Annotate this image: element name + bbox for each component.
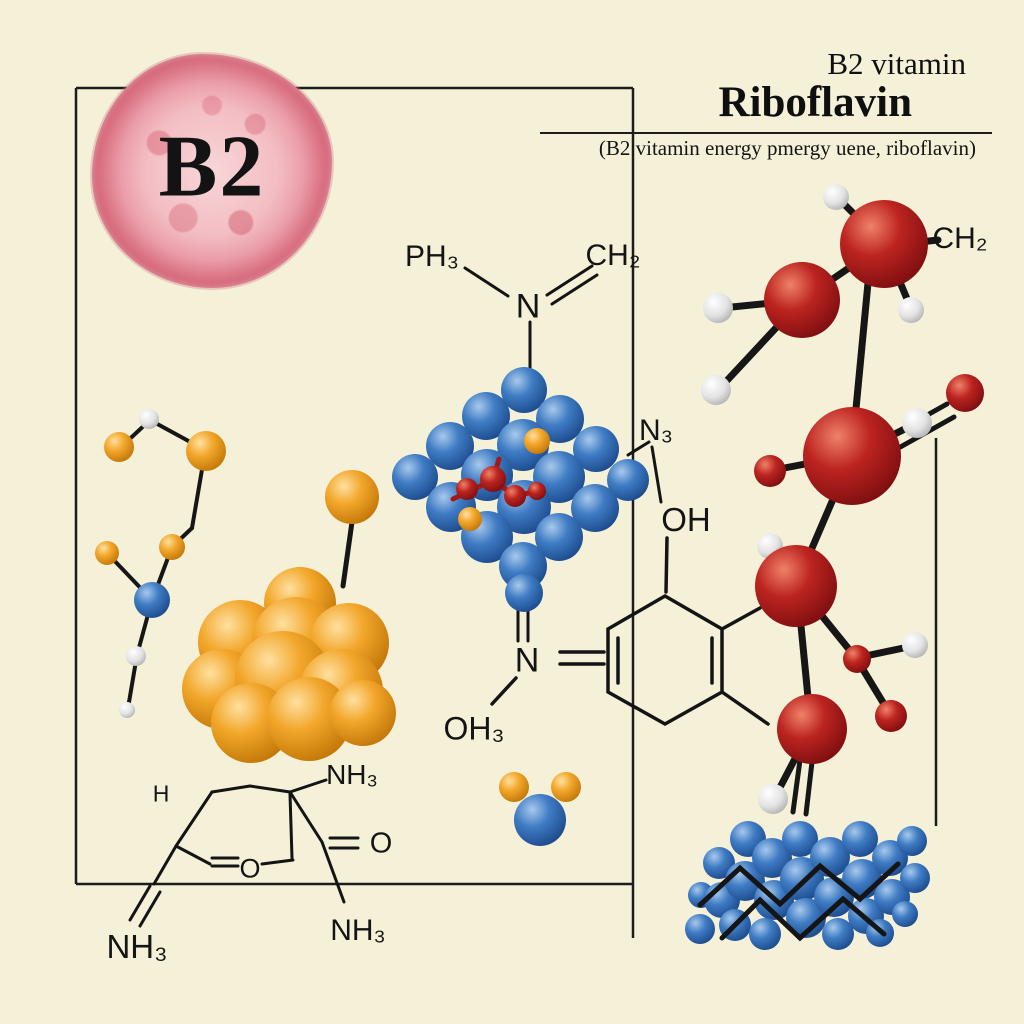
b2-label: B2 [158, 118, 266, 216]
label-o-right: O [369, 827, 393, 860]
ring-formula-bonds [490, 536, 770, 727]
red-ball-stick-molecule [701, 184, 984, 817]
label-h: H [152, 780, 170, 807]
label-nh3-left: NH₃ [106, 928, 168, 965]
orange-molecule-cluster [182, 470, 396, 763]
header-subtitle: (B2 vitamin energy pmergy uene, riboflav… [598, 136, 976, 160]
label-n-top: N [515, 287, 541, 326]
water-molecule [499, 772, 581, 846]
label-nh3-top: NH₃ [326, 759, 378, 790]
frame-lines [74, 86, 992, 938]
label-ph3: PH₃ [405, 240, 459, 273]
b2-cell-badge: B2 [92, 54, 332, 288]
header-small-title: B2 vitamin [827, 46, 966, 81]
blue-molecule-cluster [392, 367, 663, 643]
bottom-blue-cluster [685, 821, 930, 950]
bottom-left-formula-bonds [128, 778, 360, 928]
label-oh3: OH₃ [443, 710, 505, 747]
header-title: Riboflavin [718, 79, 912, 126]
label-n-mid: N [514, 641, 540, 680]
left-stick-molecule [95, 409, 226, 718]
top-formula-bonds [463, 264, 599, 372]
label-ch2-top: CH₂ [585, 239, 641, 272]
label-o-inner: O [239, 853, 261, 884]
cluster-zigzag-bonds [697, 861, 901, 942]
label-ch2-right: CH₂ [932, 222, 988, 255]
label-n3: N₃ [639, 414, 673, 447]
label-oh: OH [661, 501, 711, 538]
label-nh3-bottom: NH₃ [330, 914, 386, 947]
